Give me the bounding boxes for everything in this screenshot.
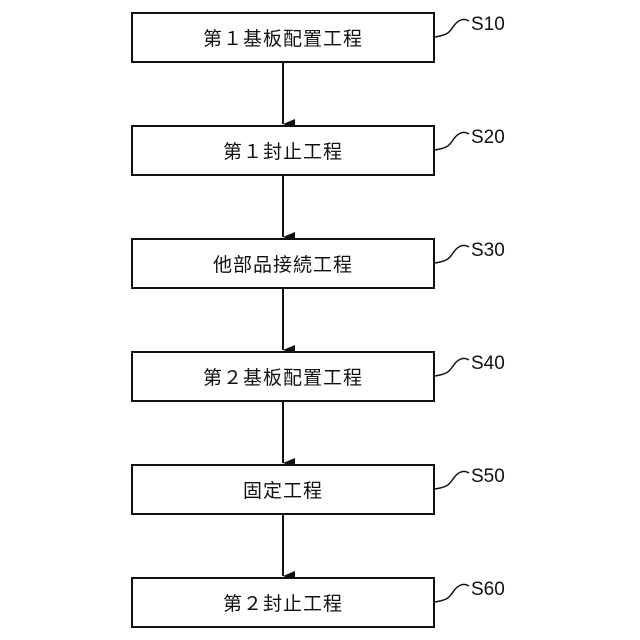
- step-label-s10: S10: [471, 15, 505, 34]
- step-box-s50: 固定工程: [131, 464, 435, 515]
- step-text-s10: 第１基板配置工程: [203, 24, 363, 51]
- step-text-s50: 固定工程: [243, 476, 323, 503]
- step-text-s20: 第１封止工程: [223, 137, 343, 164]
- step-label-s50: S50: [471, 467, 505, 486]
- leader-line-1: [435, 19, 469, 37]
- step-label-s30: S30: [471, 241, 505, 260]
- leader-line-5: [435, 471, 469, 489]
- step-label-s40: S40: [471, 354, 505, 373]
- step-label-s60: S60: [471, 580, 505, 599]
- step-label-s20: S20: [471, 128, 505, 147]
- step-box-s40: 第２基板配置工程: [131, 351, 435, 402]
- step-text-s30: 他部品接続工程: [213, 250, 353, 277]
- leader-line-6: [435, 584, 469, 602]
- step-box-s10: 第１基板配置工程: [131, 12, 435, 63]
- step-box-s20: 第１封止工程: [131, 125, 435, 176]
- step-text-s40: 第２基板配置工程: [203, 363, 363, 390]
- leader-line-2: [435, 132, 469, 150]
- step-box-s60: 第２封止工程: [131, 577, 435, 628]
- leader-line-4: [435, 358, 469, 376]
- step-box-s30: 他部品接続工程: [131, 238, 435, 289]
- leader-line-3: [435, 245, 469, 263]
- step-text-s60: 第２封止工程: [223, 589, 343, 616]
